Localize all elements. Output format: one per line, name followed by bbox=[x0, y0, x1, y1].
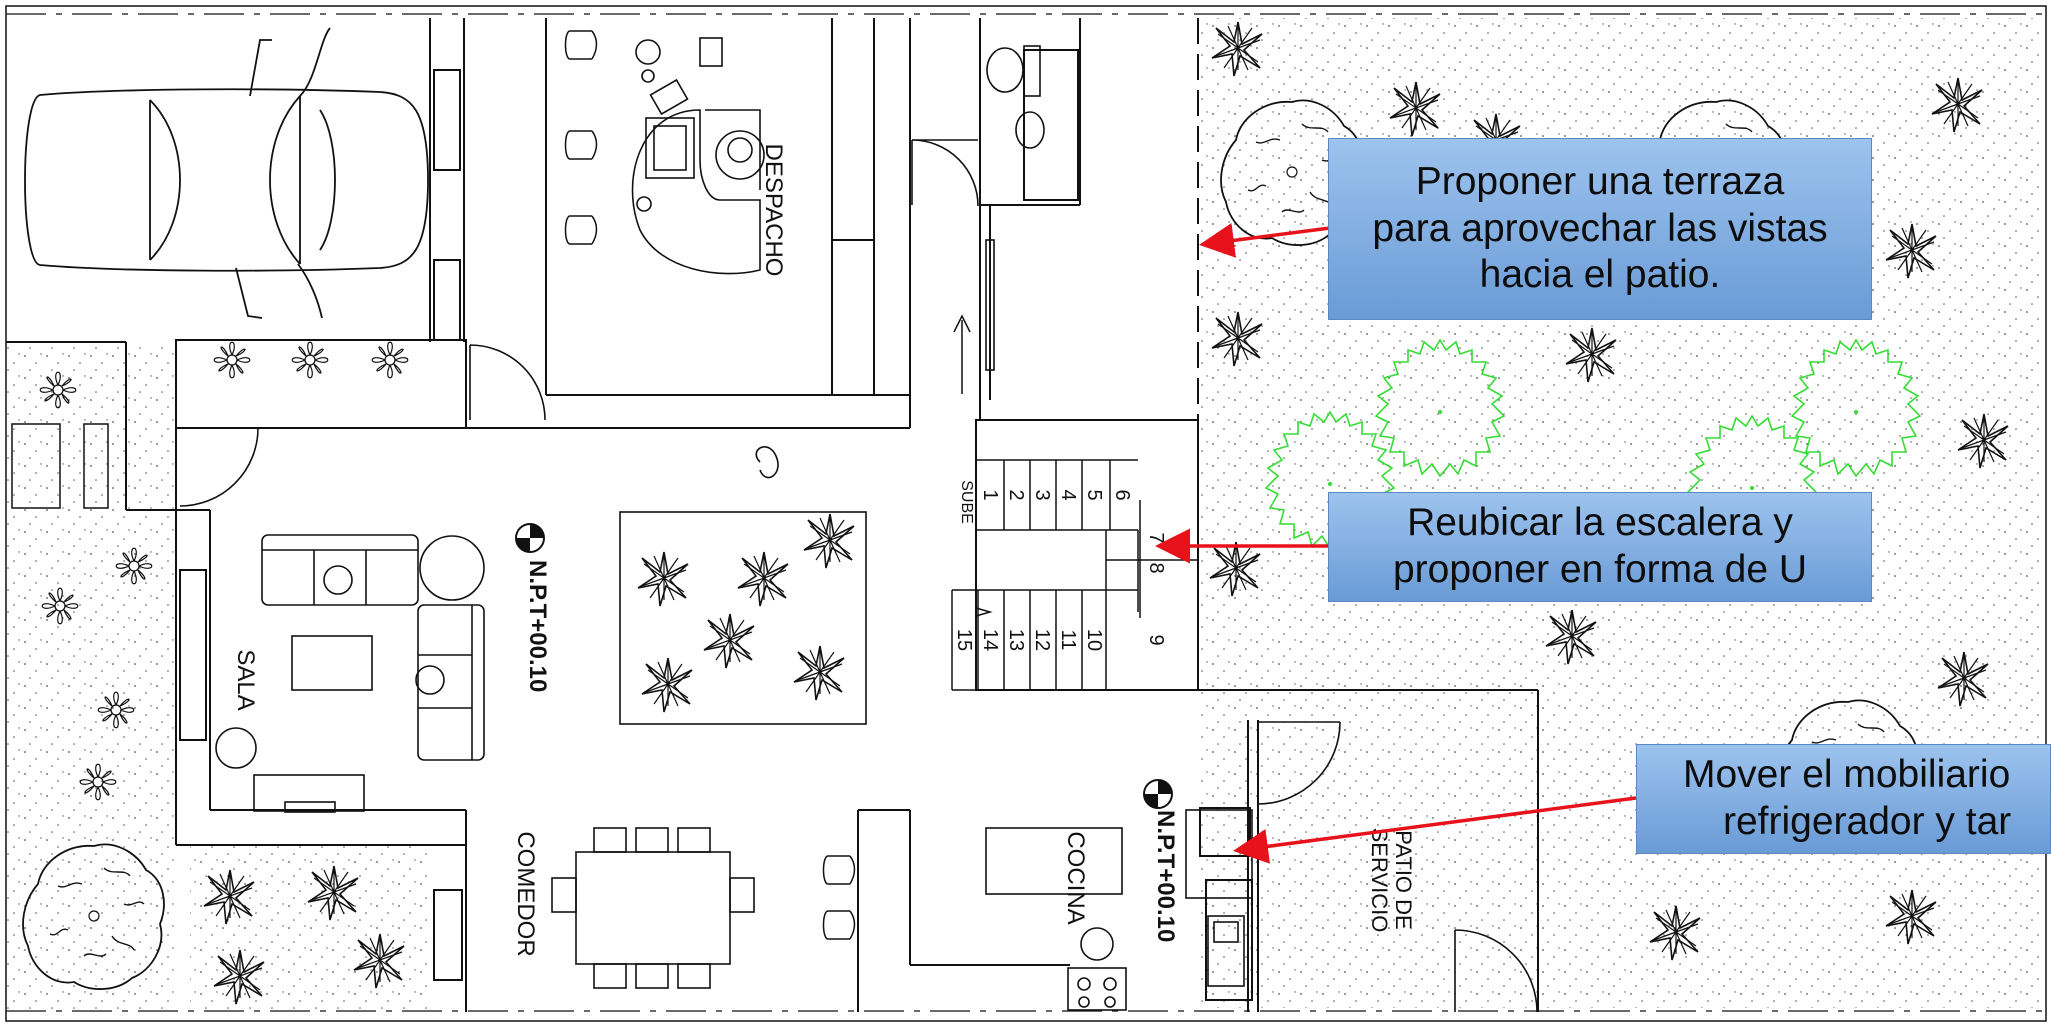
living-room-furniture bbox=[215, 446, 779, 813]
room-label-comedor: COMEDOR bbox=[512, 831, 539, 956]
doors bbox=[179, 139, 1538, 1013]
callout-terraza-line2: para aprovechar las vistas bbox=[1372, 206, 1828, 250]
callout-mobiliario-line1: Mover el mobiliario bbox=[1683, 753, 2011, 797]
room-label-sala: SALA bbox=[232, 649, 259, 710]
car-icon bbox=[24, 27, 429, 319]
callout-mobiliario-line2: refrigerador y tar bbox=[1723, 800, 2012, 843]
staircase bbox=[951, 314, 1198, 691]
stair-step-number: 8 bbox=[1145, 562, 1167, 573]
garden-area-left bbox=[6, 342, 176, 1012]
stair-step-number: 2 bbox=[1005, 489, 1027, 500]
level-marker-2 bbox=[1143, 779, 1173, 809]
callout-terraza-line3: hacia el patio. bbox=[1479, 253, 1721, 297]
room-label-cocina: COCINA bbox=[1062, 831, 1089, 924]
stair-step-number: 13 bbox=[1005, 629, 1027, 651]
stair-step-number: 15 bbox=[953, 629, 975, 651]
stair-step-number: 14 bbox=[979, 629, 1001, 651]
callout-escalera-line2: proponer en forma de U bbox=[1392, 548, 1808, 591]
callout-terraza-line1: Proponer una terraza bbox=[1415, 159, 1785, 203]
dining-table bbox=[551, 827, 755, 989]
stair-step-number: 6 bbox=[1111, 489, 1133, 500]
level-label-2: N.P.T+00.10 bbox=[1152, 810, 1179, 942]
callout-escalera: Reubicar la escalera y proponer en forma… bbox=[1328, 492, 1872, 602]
stair-step-number: 9 bbox=[1145, 634, 1167, 645]
stair-label-sube: SUBE bbox=[958, 480, 975, 524]
room-label-despacho: DESPACHO bbox=[760, 144, 787, 277]
stair-step-number: 4 bbox=[1057, 489, 1079, 500]
stair-step-number: 3 bbox=[1031, 489, 1053, 500]
stair-step-number: 12 bbox=[1031, 629, 1053, 651]
stair-step-number: 11 bbox=[1057, 630, 1079, 651]
stair-step-number: 1 bbox=[979, 489, 1001, 500]
level-marker-1 bbox=[515, 523, 545, 553]
room-label-patio-servicio-1: PATIO DE bbox=[1391, 830, 1416, 929]
callout-escalera-line1: Reubicar la escalera y bbox=[1407, 501, 1793, 545]
stair-step-number: 7 bbox=[1145, 532, 1167, 543]
callout-terraza: Proponer una terraza para aprovechar las… bbox=[1328, 138, 1872, 320]
annotation-arrows bbox=[1155, 223, 1637, 864]
bathroom-fixtures bbox=[986, 45, 1045, 149]
stair-step-number: 5 bbox=[1083, 489, 1105, 500]
garden-area-bottom bbox=[190, 845, 430, 1010]
walls bbox=[6, 18, 1539, 1012]
plants bbox=[203, 21, 2009, 1005]
level-label-1: N.P.T+00.10 bbox=[524, 560, 551, 692]
callout-mobiliario: Mover el mobiliario refrigerador y tar bbox=[1636, 744, 2051, 854]
stair-step-number: 10 bbox=[1083, 629, 1105, 651]
office-furniture bbox=[631, 37, 765, 275]
garden-benches bbox=[11, 423, 109, 509]
room-label-patio-servicio-2: SERVICIO bbox=[1367, 828, 1392, 933]
